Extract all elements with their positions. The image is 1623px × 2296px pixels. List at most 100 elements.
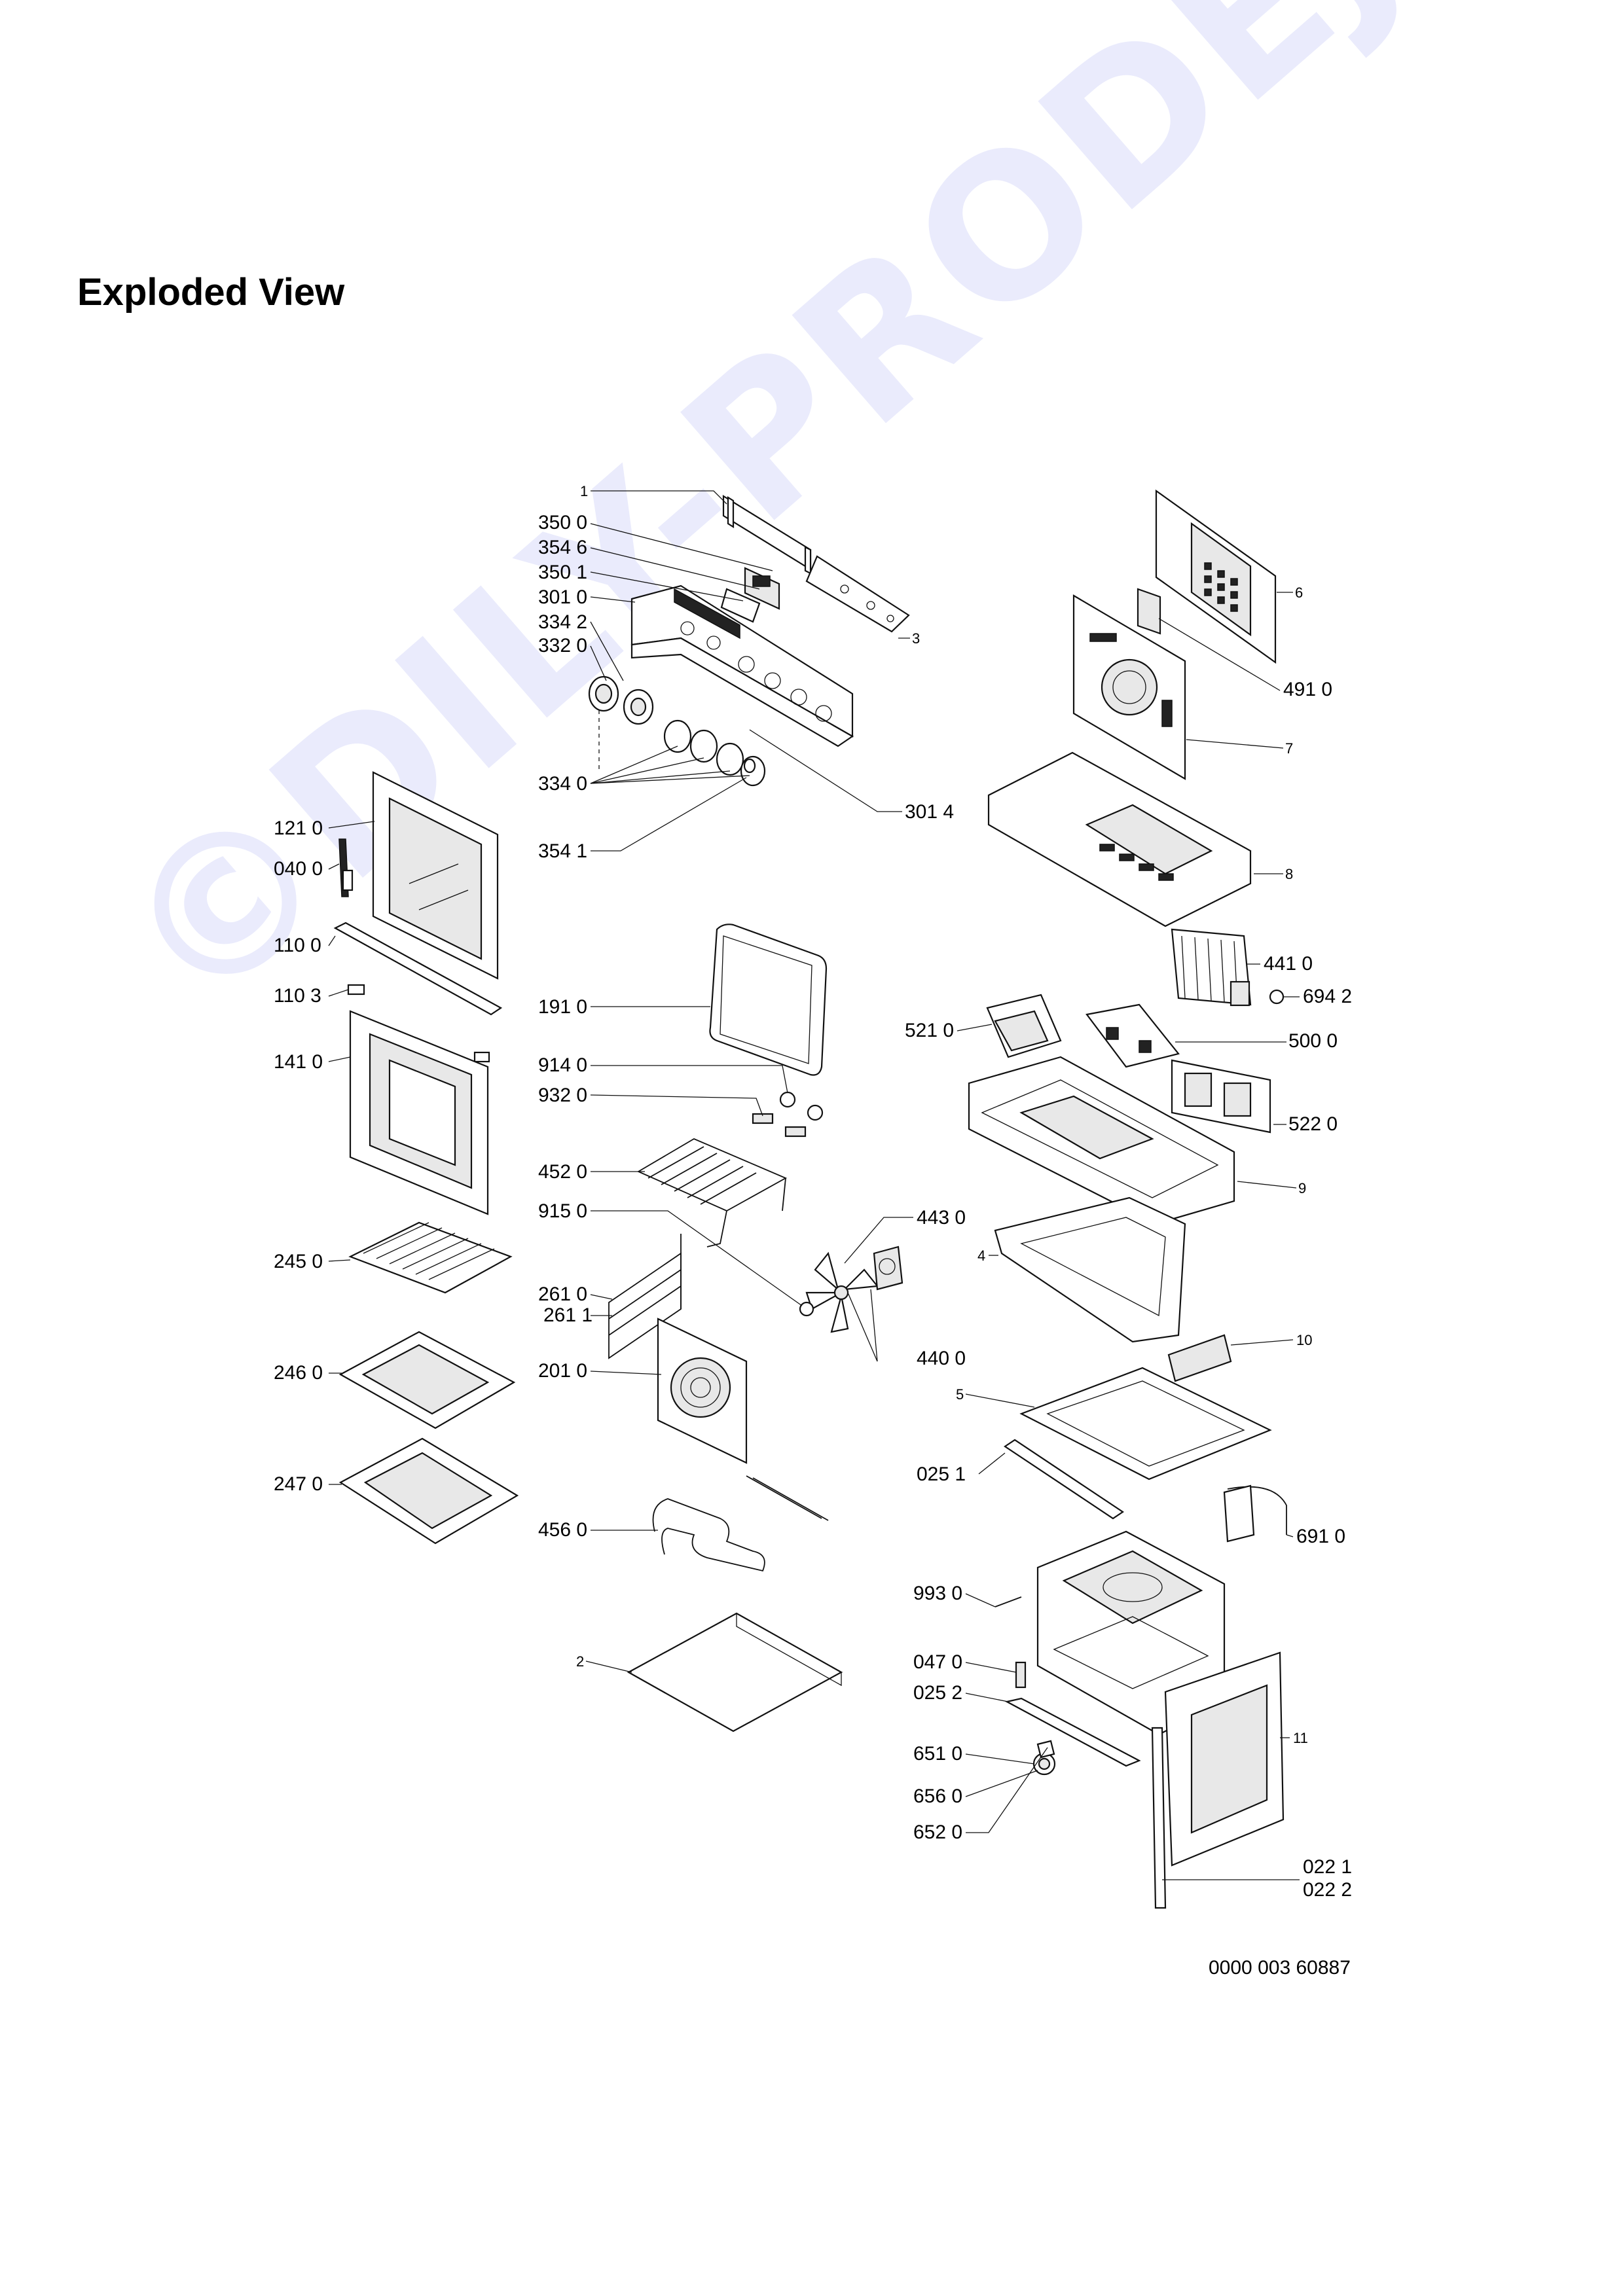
side-insulation bbox=[994, 1196, 1186, 1343]
part-label: 022 1 bbox=[1303, 1856, 1352, 1878]
part-label: 1 bbox=[580, 483, 588, 499]
control-fascia-edge bbox=[630, 637, 854, 747]
part-label: 11 bbox=[1293, 1730, 1308, 1746]
accessories-group bbox=[338, 1221, 519, 1545]
door-group bbox=[333, 771, 503, 1215]
fan-nut bbox=[799, 1301, 814, 1317]
part-label: 440 0 bbox=[917, 1348, 966, 1369]
part-label: 4 bbox=[977, 1247, 985, 1264]
part-label: 354 1 bbox=[538, 840, 587, 862]
part-label: 110 0 bbox=[274, 935, 321, 956]
part-label: 040 0 bbox=[274, 858, 323, 880]
outer-door-viewport bbox=[388, 1059, 456, 1166]
document-number: 0000 003 60887 bbox=[1209, 1957, 1351, 1979]
electronic-board bbox=[805, 555, 910, 633]
part-label: 191 0 bbox=[538, 996, 587, 1018]
part-label: 025 1 bbox=[917, 1463, 966, 1485]
part-label: 332 0 bbox=[538, 635, 587, 656]
part-label: 110 3 bbox=[274, 985, 321, 1007]
cavity-top-opening bbox=[1062, 1550, 1203, 1624]
wire-shelf bbox=[348, 1221, 513, 1294]
display-chip bbox=[752, 575, 771, 587]
fan-motor bbox=[873, 1246, 903, 1291]
knob bbox=[689, 729, 718, 763]
inner-door-glass bbox=[388, 797, 483, 960]
part-label: 5 bbox=[956, 1386, 964, 1403]
side-trim-strip bbox=[1151, 1727, 1167, 1909]
knob bbox=[663, 719, 692, 753]
page-title: Exploded View bbox=[77, 271, 345, 314]
part-label: 521 0 bbox=[905, 1020, 954, 1041]
part-label: 694 2 bbox=[1303, 986, 1352, 1007]
front-frame-rail bbox=[1004, 1697, 1141, 1767]
part-label: 10 bbox=[1296, 1332, 1312, 1348]
part-label: 452 0 bbox=[538, 1161, 587, 1183]
part-label: 441 0 bbox=[1264, 953, 1313, 975]
part-labels: 1 350 0 354 6 350 1 301 0 334 2 332 0 33… bbox=[274, 483, 1352, 1901]
convection-fan bbox=[805, 1251, 879, 1333]
part-label: 993 0 bbox=[913, 1583, 962, 1604]
part-label: 047 0 bbox=[913, 1651, 962, 1673]
part-label: 025 2 bbox=[913, 1682, 962, 1704]
panel-bracket-tab bbox=[804, 546, 812, 575]
part-label: 8 bbox=[1285, 866, 1293, 882]
rear-top-group bbox=[987, 489, 1277, 927]
front-rail bbox=[1004, 1439, 1124, 1520]
top-heating-element bbox=[637, 1138, 788, 1212]
rear-panel-grid bbox=[1204, 562, 1238, 612]
fan-opening bbox=[1101, 658, 1158, 716]
part-label: 522 0 bbox=[1288, 1113, 1338, 1135]
part-label: 2 bbox=[576, 1653, 584, 1670]
fan-electronics-group bbox=[968, 928, 1285, 1225]
oven-body-group bbox=[994, 1196, 1287, 1909]
indicator-lamp bbox=[743, 758, 756, 774]
display-frame bbox=[720, 588, 761, 623]
hinge-receiver bbox=[1015, 1661, 1027, 1689]
part-label: 334 2 bbox=[538, 611, 587, 633]
part-label: 354 6 bbox=[538, 537, 587, 558]
door-end-cap bbox=[347, 984, 365, 996]
screw bbox=[994, 1596, 1022, 1607]
part-label: 7 bbox=[1285, 740, 1293, 757]
mounting-bracket bbox=[1167, 1334, 1232, 1382]
side-panel-recess bbox=[1190, 1684, 1268, 1834]
control-knobs bbox=[588, 675, 766, 787]
probe-socket bbox=[1227, 1486, 1287, 1535]
part-label: 121 0 bbox=[274, 817, 323, 839]
leader-lines bbox=[328, 490, 1300, 1880]
part-label: 491 0 bbox=[1283, 679, 1332, 700]
part-label: 651 0 bbox=[913, 1743, 962, 1765]
panel-bracket-tab bbox=[727, 496, 735, 528]
part-label: 456 0 bbox=[538, 1519, 587, 1541]
fascia-display-window bbox=[674, 588, 740, 639]
tangential-fan bbox=[1171, 928, 1252, 1007]
panel-bracket bbox=[722, 495, 812, 571]
part-label: 261 0 bbox=[538, 1283, 587, 1305]
fuse-holder bbox=[1137, 588, 1161, 635]
thermostat-small bbox=[1269, 989, 1285, 1005]
lamp-holder bbox=[752, 1113, 774, 1124]
part-label: 914 0 bbox=[538, 1054, 587, 1076]
part-label: 443 0 bbox=[917, 1207, 966, 1229]
part-label: 141 0 bbox=[274, 1051, 323, 1073]
part-label: 691 0 bbox=[1296, 1526, 1345, 1547]
door-seal bbox=[709, 924, 828, 1076]
part-label: 9 bbox=[1298, 1180, 1306, 1196]
part-label: 3 bbox=[912, 630, 920, 647]
lamp-cover bbox=[779, 1091, 796, 1108]
fan-cover-grille bbox=[670, 1357, 731, 1418]
part-label: 334 0 bbox=[538, 773, 587, 795]
part-label: 245 0 bbox=[274, 1251, 323, 1272]
relay-module bbox=[1085, 1003, 1180, 1068]
bottom-insulation bbox=[1019, 1367, 1272, 1480]
part-label: 301 4 bbox=[905, 801, 954, 823]
part-label: 500 0 bbox=[1288, 1030, 1338, 1052]
knob bbox=[716, 742, 744, 776]
housing-insert bbox=[1019, 1095, 1154, 1160]
door-end-cap bbox=[473, 1051, 490, 1063]
lamp-holder bbox=[784, 1126, 807, 1138]
part-label: 915 0 bbox=[538, 1200, 587, 1222]
part-label: 350 1 bbox=[538, 562, 587, 583]
part-label: 6 bbox=[1295, 584, 1303, 601]
